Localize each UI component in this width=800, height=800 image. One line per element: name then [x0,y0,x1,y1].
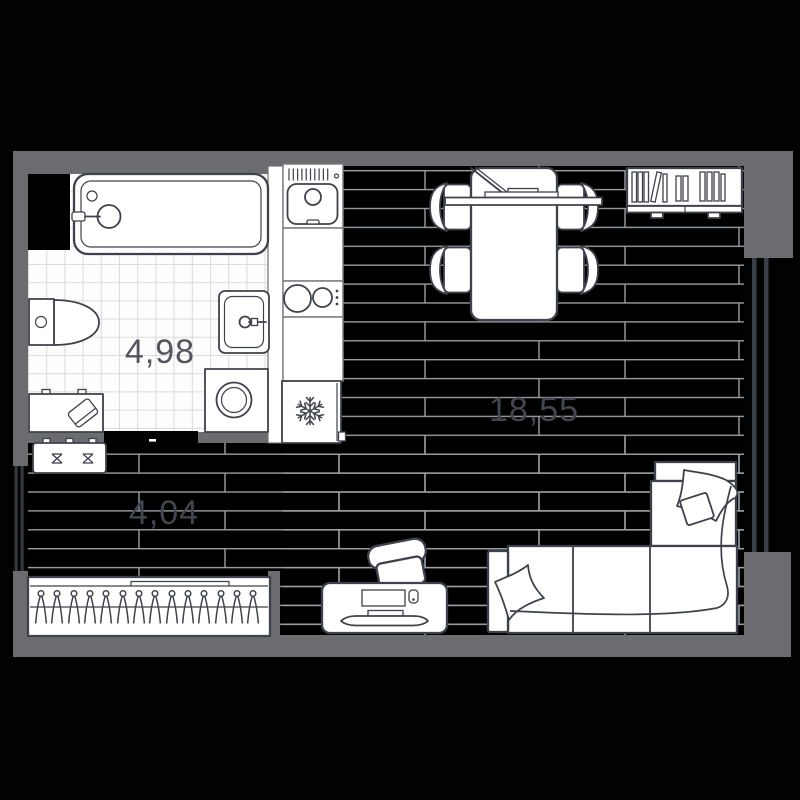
tv [340,615,429,627]
books [631,171,726,203]
toilet [28,298,100,346]
table-bench-board [444,196,603,206]
window [752,258,769,552]
sofa-seat [506,544,739,635]
pillow [679,492,715,526]
bathroom-door-opening [104,431,198,443]
tv-stand [320,581,449,635]
living-kitchen-area-label: 18,55 [489,391,579,429]
duct-shaft [28,173,70,250]
washing-machine [204,368,269,433]
wall-left-upper [13,151,28,466]
corner-sofa [486,460,739,635]
walls [13,151,793,657]
refrigerator [281,380,347,444]
bathtub [71,172,270,256]
blanket [509,485,732,616]
cooktop [283,284,339,313]
pillow [494,564,545,621]
washbasin [218,290,270,354]
wardrobe [26,575,272,638]
wall-top [270,151,748,166]
dining-chair [556,245,599,295]
bookshelf [625,166,744,219]
kitchen-counter-1 [282,227,344,282]
dining-table [469,166,559,322]
speaker [408,589,419,604]
bathroom-shelf [28,388,104,433]
media-console [361,589,406,607]
wall-bottom [13,635,791,657]
kitchen-counter-2 [282,316,344,382]
entrance-door [14,466,24,571]
dining-chair [429,182,472,232]
bathroom-area-label: 4,98 [125,333,195,371]
hallway-area-label: 4,04 [129,494,199,532]
dining-set [429,166,603,322]
wall-top-bathroom [13,151,270,174]
kitchen-sink [286,168,340,225]
armchair [366,537,427,592]
dining-chair [556,182,599,232]
kitchen-sink-unit [282,163,344,229]
entrance-bench [32,437,107,474]
kitchen-units [281,163,347,444]
wall-bathroom-kitchen [267,165,284,444]
wall-right-lower [744,552,791,657]
wall-right-pillar [744,151,793,258]
laptop [470,166,559,199]
dining-chair [429,245,472,295]
